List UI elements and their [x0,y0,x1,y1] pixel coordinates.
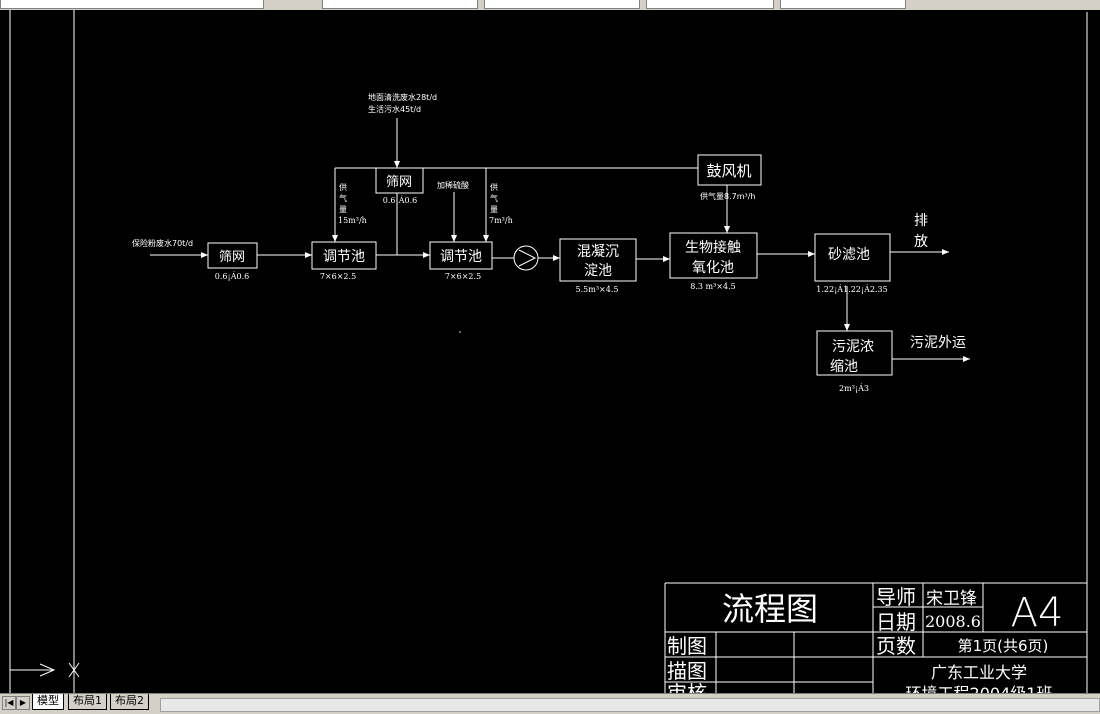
air-note2-d: 7m³/h [489,216,513,225]
bio-label-1: 生物接触 [685,239,741,256]
air-note1-a: 供 [339,182,347,192]
screen2-label: 筛网 [386,175,412,190]
advisor-label: 导师 [876,585,916,609]
date-value: 2008.6 [925,612,981,631]
air-note1-d: 15m³/h [338,216,367,225]
class-name: 环境工程2004级1班 [906,684,1053,693]
title-block-title: 流程图 [722,590,818,628]
air-note2-a: 供 [490,182,498,192]
regulation-tank-1 [311,241,377,270]
first-tab-arrow-icon[interactable]: |◀ [2,696,16,710]
advisor-name: 宋卫锋 [926,589,977,609]
sand-filter-box [814,233,891,282]
tank2-label: 调节池 [440,249,482,265]
toolbar-field[interactable] [0,0,264,9]
inflow-label: 保险粉废水70t/d [132,238,193,248]
tank1-label: 调节池 [323,249,365,265]
top-inflow-line1: 地面清洗废水28t/d [368,92,437,102]
toolbar-field[interactable] [484,0,640,9]
screen1-dim: 0.6¡Á0.6 [215,272,249,281]
pages-label: 页数 [876,634,916,658]
coagulation-tank [559,238,637,282]
toolbar-field[interactable] [780,0,906,9]
traced-label: 描图 [667,659,707,683]
drawing-frame [9,10,1088,693]
bio-dim: 8.3 m³×4.5 [690,282,735,291]
coag-label-2: 淀池 [584,263,612,279]
sludge-thickener-box [816,330,893,376]
horizontal-scrollbar[interactable] [160,698,1100,712]
regulation-tank-2 [429,241,493,270]
sludge-out-label: 污泥外运 [910,335,966,351]
blower-box [697,154,762,186]
top-inflow-line2: 生活污水45t/d [368,104,421,114]
air-note1-c: 量 [339,205,347,214]
sludge-dim: 2m³¡Á3 [839,384,869,393]
drawing-canvas[interactable]: 保险粉废水70t/d 地面清洗废水28t/d 生活污水45t/d 筛网 0.6¡… [0,10,1100,693]
air-note2-c: 量 [490,205,498,214]
blower-label: 鼓风机 [706,162,751,180]
acid-label: 加稀硫酸 [437,180,469,190]
tab-layout2[interactable]: 布局2 [110,694,149,710]
blower-air-label: 供气量8.7m³/h [700,191,756,201]
screen1-label: 筛网 [219,250,245,265]
stray-point [459,331,461,333]
sand-label: 砂滤池 [828,247,870,263]
date-label: 日期 [876,610,916,634]
drawn-label: 制图 [667,634,707,658]
air-note2-b: 气 [490,193,498,203]
review-label: 审核 [667,681,707,693]
discharge-label-1: 排 [914,213,928,229]
sand-dim: 1.22¡Á1.22¡Á2.35 [816,285,887,294]
layout-tab-bar: |◀ ▶ 模型 布局1 布局2 [0,693,1100,714]
coag-dim: 5.5m³×4.5 [576,285,619,294]
screen-box-1 [207,242,258,269]
coag-label-1: 混凝沉 [577,244,619,260]
university-name: 广东工业大学 [931,663,1027,682]
toolbar-field[interactable] [646,0,774,9]
screen-box-2 [375,167,424,194]
ucs-icon [10,662,80,678]
toolbar-field[interactable] [322,0,478,9]
screen2-dim: 0.6¡Á0.6 [383,196,417,205]
tab-layout1[interactable]: 布局1 [68,694,107,710]
tank2-dim: 7×6×2.5 [445,272,481,281]
top-toolbar-strip [0,0,1100,10]
title-block [664,582,1088,693]
air-note1-b: 气 [339,193,347,203]
discharge-label-2: 放 [914,234,928,250]
sludge-label-1: 污泥浓 [832,339,874,355]
tank1-dim: 7×6×2.5 [320,272,356,281]
sludge-label-2: 缩池 [830,359,858,375]
bio-oxidation-tank [669,232,758,279]
tab-model[interactable]: 模型 [32,694,64,710]
bio-label-2: 氧化池 [692,260,734,276]
pages-value: 第1页(共6页) [958,637,1049,655]
pump-symbol [513,245,539,271]
prev-tab-arrow-icon[interactable]: ▶ [16,696,30,710]
paper-size: A4 [1011,590,1064,636]
